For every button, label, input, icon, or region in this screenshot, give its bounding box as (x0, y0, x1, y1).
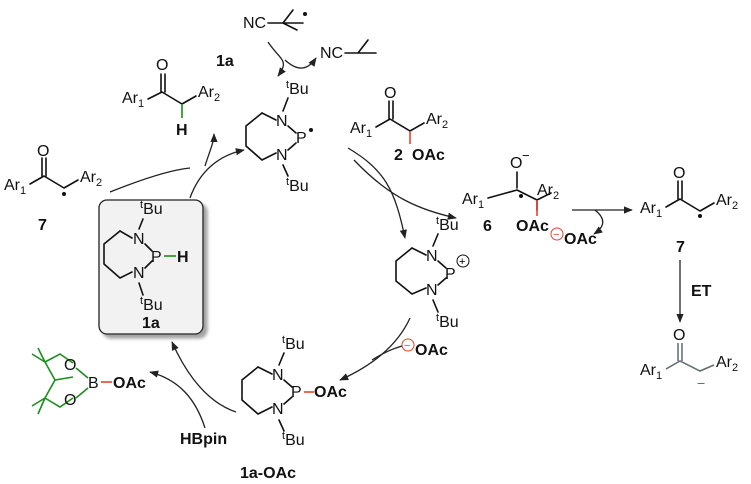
tbu-upper-cat: tBu (436, 215, 459, 234)
oac-anion-bottom: OAc (415, 342, 448, 359)
tbu-upper-oac: tBu (282, 334, 305, 353)
ketyl-o-charge: − (522, 148, 530, 163)
compound-2-label: 2 (394, 147, 403, 164)
p-atom-cat: P (445, 266, 456, 283)
phosphenium-cation: N N P + tBu tBu (395, 215, 470, 331)
carbonyl-o-2: O (384, 85, 396, 102)
n-upper-cat: N (426, 248, 438, 265)
isobutyronitrile-radical: NC (243, 9, 307, 32)
minus-charge-right: − (553, 229, 559, 241)
ketone-product-h: Ar1 O Ar2 H (122, 57, 220, 139)
p-h: H (177, 249, 189, 266)
ar1-label-enolate: Ar1 (640, 362, 662, 382)
ar1-label-7: Ar1 (4, 177, 26, 197)
phosphine-acetate-1a-oac: N N P OAc tBu tBu 1a-OAc (240, 334, 347, 482)
ar2-label-6: Ar2 (537, 182, 559, 202)
nc-label-right: NC (320, 45, 343, 62)
carbanion-charge: − (697, 375, 705, 391)
oac-6: OAc (516, 218, 549, 235)
ar2-label-enolate: Ar2 (716, 354, 738, 374)
ar2-label-7r: Ar2 (716, 192, 738, 212)
phosphinyl-radical: N N P tBu tBu (245, 79, 313, 195)
compound-1a-label-box: 1a (142, 315, 160, 332)
ar2-label-7: Ar2 (80, 169, 102, 189)
alpha-keto-radical-7-left: Ar1 O Ar2 7 (4, 143, 102, 234)
nc-label-top: NC (243, 15, 266, 32)
carbonyl-o: O (156, 57, 168, 74)
isobutyronitrile: NC (320, 39, 377, 62)
n-lower-box: N (133, 265, 145, 282)
tbu-lower: tBu (286, 176, 309, 195)
compound-7-label-right: 7 (676, 239, 685, 256)
diazaphospholene-1a: N N P H tBu tBu 1a (103, 199, 189, 332)
ar1-label: Ar1 (122, 90, 144, 110)
acetate-anion-right: − OAc (550, 227, 597, 248)
n-upper: N (276, 113, 288, 130)
plus-charge: + (459, 256, 465, 268)
n-lower-oac: N (272, 401, 284, 418)
enolate-anion: Ar1 O − Ar2 (640, 327, 738, 391)
tbu-lower-box: tBu (140, 295, 163, 314)
ar1-label-2: Ar1 (350, 120, 372, 140)
oac-2: OAc (412, 147, 445, 164)
carbonyl-o-7: O (37, 143, 49, 160)
acetoxy-ketone-2: Ar1 O Ar2 2 OAc (350, 85, 448, 164)
tbu-lower-oac: tBu (282, 430, 305, 449)
compound-1a-oac-label: 1a-OAc (240, 465, 296, 482)
p-atom: P (296, 130, 307, 147)
carbonyl-o-7r: O (673, 165, 685, 182)
oac-boron: OAc (113, 375, 146, 392)
ketyl-radical-anion-6: O − Ar1 Ar2 6 OAc (462, 148, 559, 235)
compound-6-label: 6 (483, 218, 492, 235)
compound-1a-label-top: 1a (216, 53, 234, 70)
n-lower-cat: N (426, 282, 438, 299)
pin-o-upper: O (64, 357, 76, 374)
ar1-label-6: Ar1 (462, 191, 484, 211)
oac-1a-oac: OAc (314, 384, 347, 401)
tbu-upper-box: tBu (140, 199, 163, 218)
p-atom-oac: P (291, 384, 302, 401)
n-upper-box: N (133, 231, 145, 248)
ar1-label-7r: Ar1 (640, 200, 662, 220)
acetate-anion-bottom: − OAc (401, 338, 448, 359)
ar2-label: Ar2 (198, 84, 220, 104)
enolate-o: O (673, 327, 685, 344)
tbu-upper: tBu (286, 79, 309, 98)
minus-charge-bottom: − (404, 340, 410, 352)
pin-o-lower: O (64, 392, 76, 409)
n-upper-oac: N (272, 367, 284, 384)
oac-anion-right: OAc (564, 231, 597, 248)
alpha-keto-radical-7-right: Ar1 O Ar2 7 (640, 165, 738, 256)
compound-7-label-left: 7 (38, 217, 47, 234)
acetoxy-bpin: O O B OAc (31, 347, 146, 415)
tbu-lower-cat: tBu (436, 312, 459, 331)
p-atom-box: P (151, 249, 162, 266)
transferred-h: H (176, 122, 188, 139)
ar2-label-2: Ar2 (426, 111, 448, 131)
hbpin-label: HBpin (180, 431, 227, 448)
n-lower: N (276, 147, 288, 164)
ketyl-o: O (510, 155, 522, 172)
boron-atom: B (88, 375, 99, 392)
et-label: ET (691, 283, 712, 300)
